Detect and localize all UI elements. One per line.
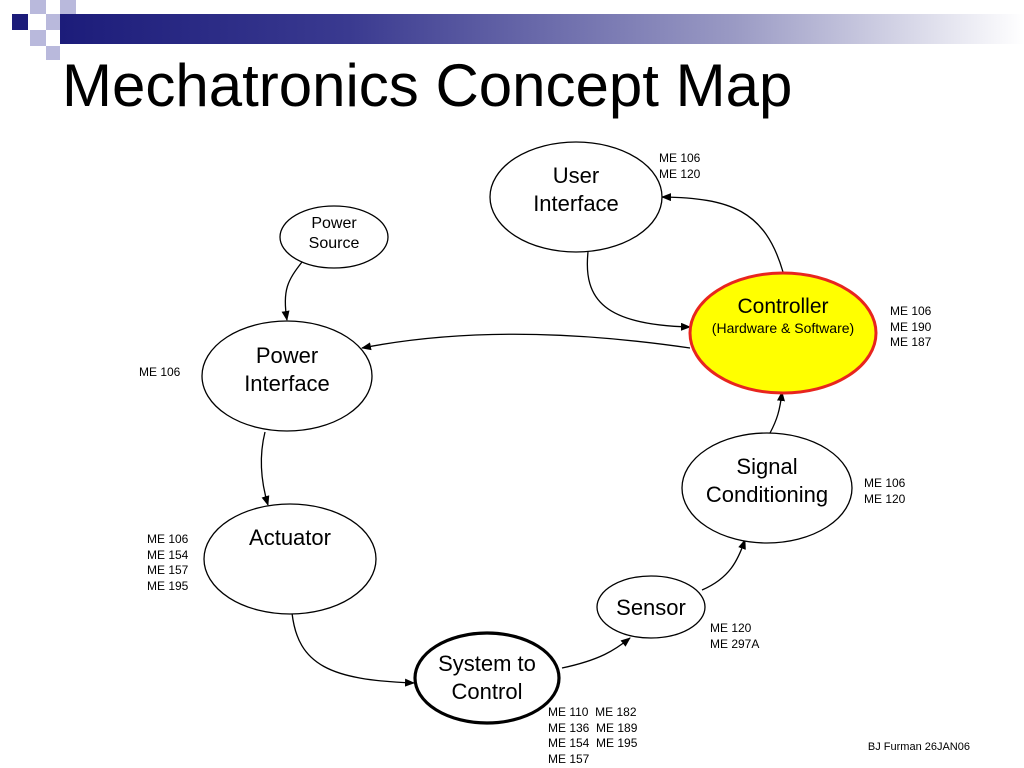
decor-square bbox=[30, 30, 46, 46]
arrow-sensor-to-signal-conditioning bbox=[701, 539, 746, 591]
node-controller bbox=[688, 271, 878, 395]
note-signal-conditioning: ME 106 ME 120 bbox=[864, 476, 906, 506]
arrow-controller-to-power-interface bbox=[361, 333, 691, 351]
note-user-interface: ME 106 ME 120 bbox=[659, 151, 701, 181]
arrow-power-source-to-power-interface bbox=[281, 261, 303, 321]
arrow-power-interface-to-actuator bbox=[260, 431, 270, 506]
decor-square bbox=[12, 14, 28, 30]
arrow-signal-conditioning-to-controller bbox=[769, 391, 785, 434]
sensor-label: Sensor bbox=[616, 595, 686, 620]
node-system-to-control bbox=[413, 631, 561, 725]
note-power-interface: ME 106 bbox=[139, 365, 181, 379]
signal-conditioning-label: Signal Conditioning bbox=[705, 454, 829, 507]
footer-credit: BJ Furman 26JAN06 bbox=[867, 741, 970, 753]
node-power-source bbox=[279, 205, 389, 269]
node-sensor bbox=[596, 575, 706, 639]
node-user-interface bbox=[489, 141, 663, 253]
decor-square bbox=[60, 0, 76, 14]
header-bar bbox=[60, 14, 1024, 44]
user-interface-label: User Interface bbox=[533, 163, 619, 216]
note-controller: ME 106 ME 190 ME 187 bbox=[890, 304, 932, 349]
arrow-controller-to-user-interface bbox=[661, 193, 784, 273]
note-sensor: ME 120 ME 297A bbox=[710, 621, 760, 651]
arrow-system-to-sensor bbox=[561, 637, 631, 669]
note-actuator: ME 106 ME 154 ME 157 ME 195 bbox=[147, 532, 189, 593]
node-signal-conditioning bbox=[681, 432, 853, 544]
arrow-user-interface-to-controller bbox=[586, 251, 691, 331]
system-to-control-label: System to Control bbox=[438, 651, 536, 704]
controller-label: Controller (Hardware & Software) bbox=[711, 295, 855, 337]
decor-square bbox=[30, 0, 46, 14]
page-title: Mechatronics Concept Map bbox=[62, 52, 793, 119]
decor-square bbox=[46, 14, 60, 30]
decor-square bbox=[46, 46, 60, 60]
node-actuator bbox=[203, 503, 377, 615]
power-interface-label: Power Interface bbox=[244, 343, 330, 396]
note-system-to-control: ME 110 ME 182 ME 136 ME 189 ME 154 ME 19… bbox=[548, 705, 638, 766]
actuator-label: Actuator bbox=[249, 525, 331, 550]
arrow-actuator-to-system bbox=[291, 612, 415, 687]
power-source-label: Power Source bbox=[308, 215, 360, 252]
node-power-interface bbox=[201, 320, 373, 432]
